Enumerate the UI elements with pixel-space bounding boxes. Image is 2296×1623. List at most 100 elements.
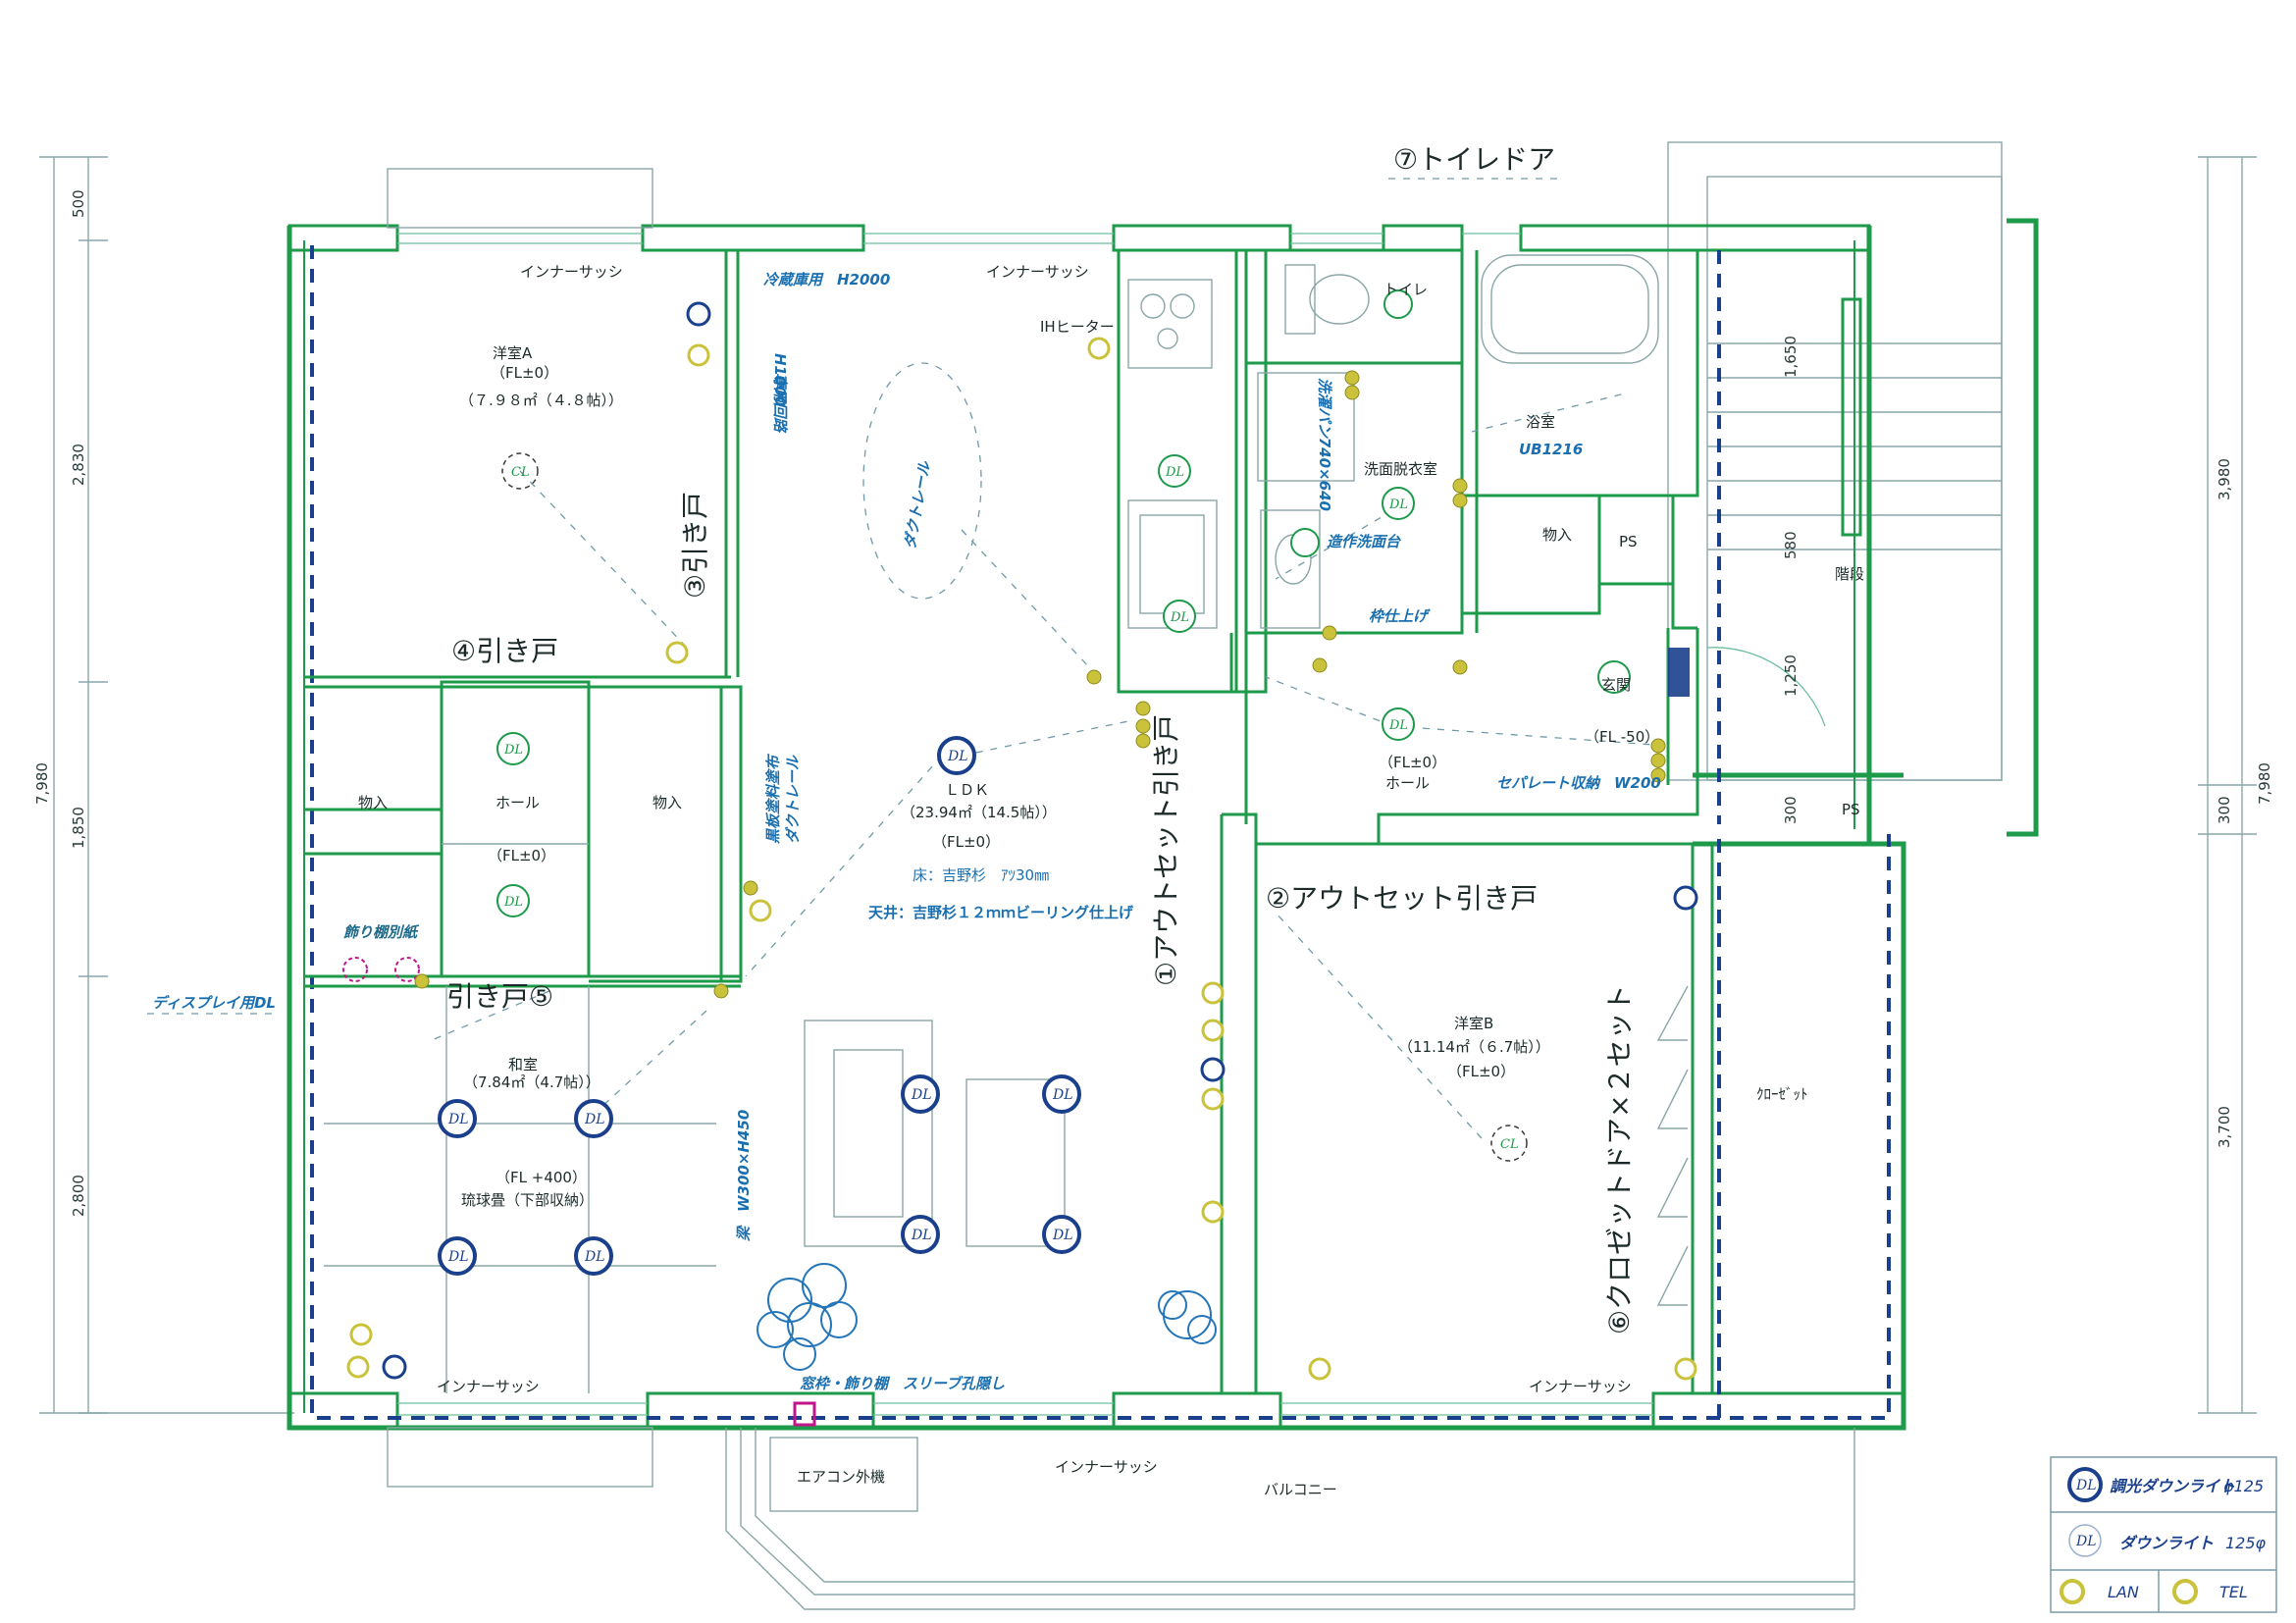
aircon-label: エアコン外機 bbox=[797, 1468, 885, 1486]
legend-dl-icon-label-1: DL bbox=[2075, 1478, 2097, 1493]
dl-label-w4: DL bbox=[584, 1249, 605, 1265]
lan-tel-badges bbox=[346, 301, 1698, 1381]
sash-bottom-left: インナーサッシ bbox=[437, 1378, 540, 1395]
cl-label-a: CL bbox=[511, 465, 530, 480]
interior-walls bbox=[304, 248, 1714, 1393]
dlg-label-6: DL bbox=[1388, 718, 1408, 733]
dim-stairs-1: 1,650 bbox=[1782, 336, 1800, 378]
dim-left-1: 500 bbox=[70, 189, 87, 218]
dim-right-2: 300 bbox=[2216, 796, 2233, 824]
door-5-label: 引き戸⑤ bbox=[446, 980, 553, 1013]
hall-left-level: （FL±0） bbox=[488, 847, 555, 864]
legend-dimmable-dl-size: φ125 bbox=[2223, 1477, 2264, 1495]
legend-dl-icon-label-2: DL bbox=[2075, 1534, 2097, 1549]
storage-mid: 物入 bbox=[652, 794, 682, 812]
blackboard-rail-note: ダクトレール bbox=[784, 755, 802, 844]
washitsu-level: （FL +400） bbox=[496, 1169, 587, 1186]
fixtures-thin bbox=[324, 254, 1855, 1610]
stairs bbox=[1667, 141, 2039, 837]
legend bbox=[2050, 1456, 2277, 1613]
room-b-name: 洋室B bbox=[1454, 1015, 1493, 1032]
plant-right bbox=[1158, 1290, 1217, 1344]
dl-label-t1: DL bbox=[911, 1087, 932, 1103]
storage-left: 物入 bbox=[358, 794, 388, 812]
dlg-label-1: DL bbox=[503, 743, 523, 758]
display-shelf-note: 飾り棚別紙 bbox=[343, 923, 420, 941]
dim-left-2: 2,830 bbox=[70, 444, 87, 486]
bath-unit: UB1216 bbox=[1519, 441, 1583, 458]
room-a-area: （７.９８㎡（４.８帖）） bbox=[459, 392, 623, 409]
dl-label-w2: DL bbox=[584, 1112, 605, 1127]
ldk-ceiling: 天井：吉野杉１２ｍｍビーリング仕上げ bbox=[868, 904, 1134, 921]
dl-label-t2: DL bbox=[1052, 1087, 1073, 1103]
stairs-label: 階段 bbox=[1835, 565, 1864, 583]
sash-top-left: インナーサッシ bbox=[520, 263, 623, 281]
door-4-label: ④引き戸 bbox=[451, 635, 558, 667]
ldk-floor: 床：吉野杉 ｱﾂ30㎜ bbox=[913, 866, 1049, 884]
sash-bottom-right: インナーサッシ bbox=[1529, 1378, 1632, 1395]
windows-bottom bbox=[387, 1402, 1653, 1488]
dl-label-w3: DL bbox=[447, 1249, 469, 1265]
storage-right: 物入 bbox=[1542, 526, 1572, 544]
door-1-label: ①アウトセット引き戸 bbox=[1150, 714, 1182, 986]
blackboard-note: 黒板塗料塗布 bbox=[764, 753, 782, 845]
insulation-line bbox=[310, 245, 1891, 1420]
ps-label: PS bbox=[1619, 533, 1638, 550]
dim-stairs-3: 1,250 bbox=[1782, 654, 1800, 697]
vanity-label: 造作洗面台 bbox=[1327, 533, 1401, 550]
ldk-level: （FL±0） bbox=[932, 833, 1000, 851]
downlights bbox=[496, 289, 1631, 917]
room-a-level: （FL±0） bbox=[491, 364, 558, 382]
dim-right-3: 3,700 bbox=[2216, 1106, 2233, 1148]
balcony-label: バルコニー bbox=[1264, 1481, 1337, 1498]
room-b-area: （11.14㎡（６.7帖）） bbox=[1398, 1038, 1550, 1056]
ldk-name: ＬＤＫ bbox=[945, 781, 989, 799]
ih-note: IHヒーター bbox=[1040, 318, 1115, 336]
door-3-label: ③引き戸 bbox=[679, 492, 711, 599]
legend-tel: TEL bbox=[2219, 1583, 2248, 1601]
sash-top-mid: インナーサッシ bbox=[986, 263, 1089, 281]
door-2-label: ②アウトセット引き戸 bbox=[1266, 882, 1538, 915]
outlets bbox=[414, 370, 1666, 999]
windows-top bbox=[387, 168, 1521, 244]
ceiling-lights bbox=[501, 452, 1528, 1162]
frame-finish-note: 枠仕上げ bbox=[1369, 607, 1431, 625]
dlg-label-2: DL bbox=[503, 895, 523, 910]
dim-right-1: 3,980 bbox=[2216, 458, 2233, 500]
dim-left-4: 2,800 bbox=[70, 1175, 87, 1217]
room-b-level: （FL±0） bbox=[1447, 1063, 1515, 1080]
dim-right-total: 7,980 bbox=[2256, 762, 2273, 805]
cl-label-b: CL bbox=[1500, 1137, 1519, 1152]
genkan-level: （FL -50） bbox=[1585, 728, 1659, 746]
washitsu-name: 和室 bbox=[508, 1056, 538, 1073]
dlg-label-4: DL bbox=[1170, 610, 1189, 625]
dlg-label-3: DL bbox=[1165, 465, 1184, 480]
beam-note: 梁 W300×H450 bbox=[735, 1110, 753, 1242]
dl-label-t4: DL bbox=[1052, 1228, 1073, 1243]
dl-label-ldk: DL bbox=[947, 749, 968, 764]
dimmable-downlights bbox=[438, 736, 1081, 1276]
legend-lan: LAN bbox=[2108, 1583, 2139, 1601]
duct-rail-note: ダクトレール bbox=[901, 459, 934, 550]
toilet-label: トイレ bbox=[1383, 281, 1428, 298]
plant-left bbox=[757, 1263, 858, 1371]
dl-label-w1: DL bbox=[447, 1112, 469, 1127]
window-frame-note: 窓枠・飾り棚 スリーブ孔隠し bbox=[800, 1375, 1005, 1392]
washitsu-tatami: 琉球畳（下部収納） bbox=[461, 1191, 594, 1209]
legend-dimmable-dl: 調光ダウンライト bbox=[2110, 1477, 2235, 1495]
dim-left-total: 7,980 bbox=[33, 762, 51, 805]
hall-right-name: ホール bbox=[1385, 774, 1430, 792]
door-7-label: ⑦トイレドア bbox=[1393, 143, 1555, 176]
dl-label-t3: DL bbox=[911, 1228, 932, 1243]
dimension-lines-left bbox=[39, 156, 294, 1414]
ps-bottom-label: PS bbox=[1842, 801, 1860, 818]
hall-right-level: （FL±0） bbox=[1379, 754, 1446, 771]
circuit-note: 専用回路 bbox=[771, 373, 789, 434]
washitsu-area: （7.84㎡（4.7帖）） bbox=[463, 1073, 600, 1091]
washroom-label: 洗面脱衣室 bbox=[1364, 460, 1437, 478]
door-6-label: ⑥クロゼットドア×２セット bbox=[1603, 984, 1636, 1335]
sash-balcony: インナーサッシ bbox=[1055, 1458, 1158, 1476]
ldk-area: （23.94㎡（14.5帖）） bbox=[901, 804, 1057, 821]
fridge-note: 冷蔵庫用 H2000 bbox=[763, 271, 890, 288]
